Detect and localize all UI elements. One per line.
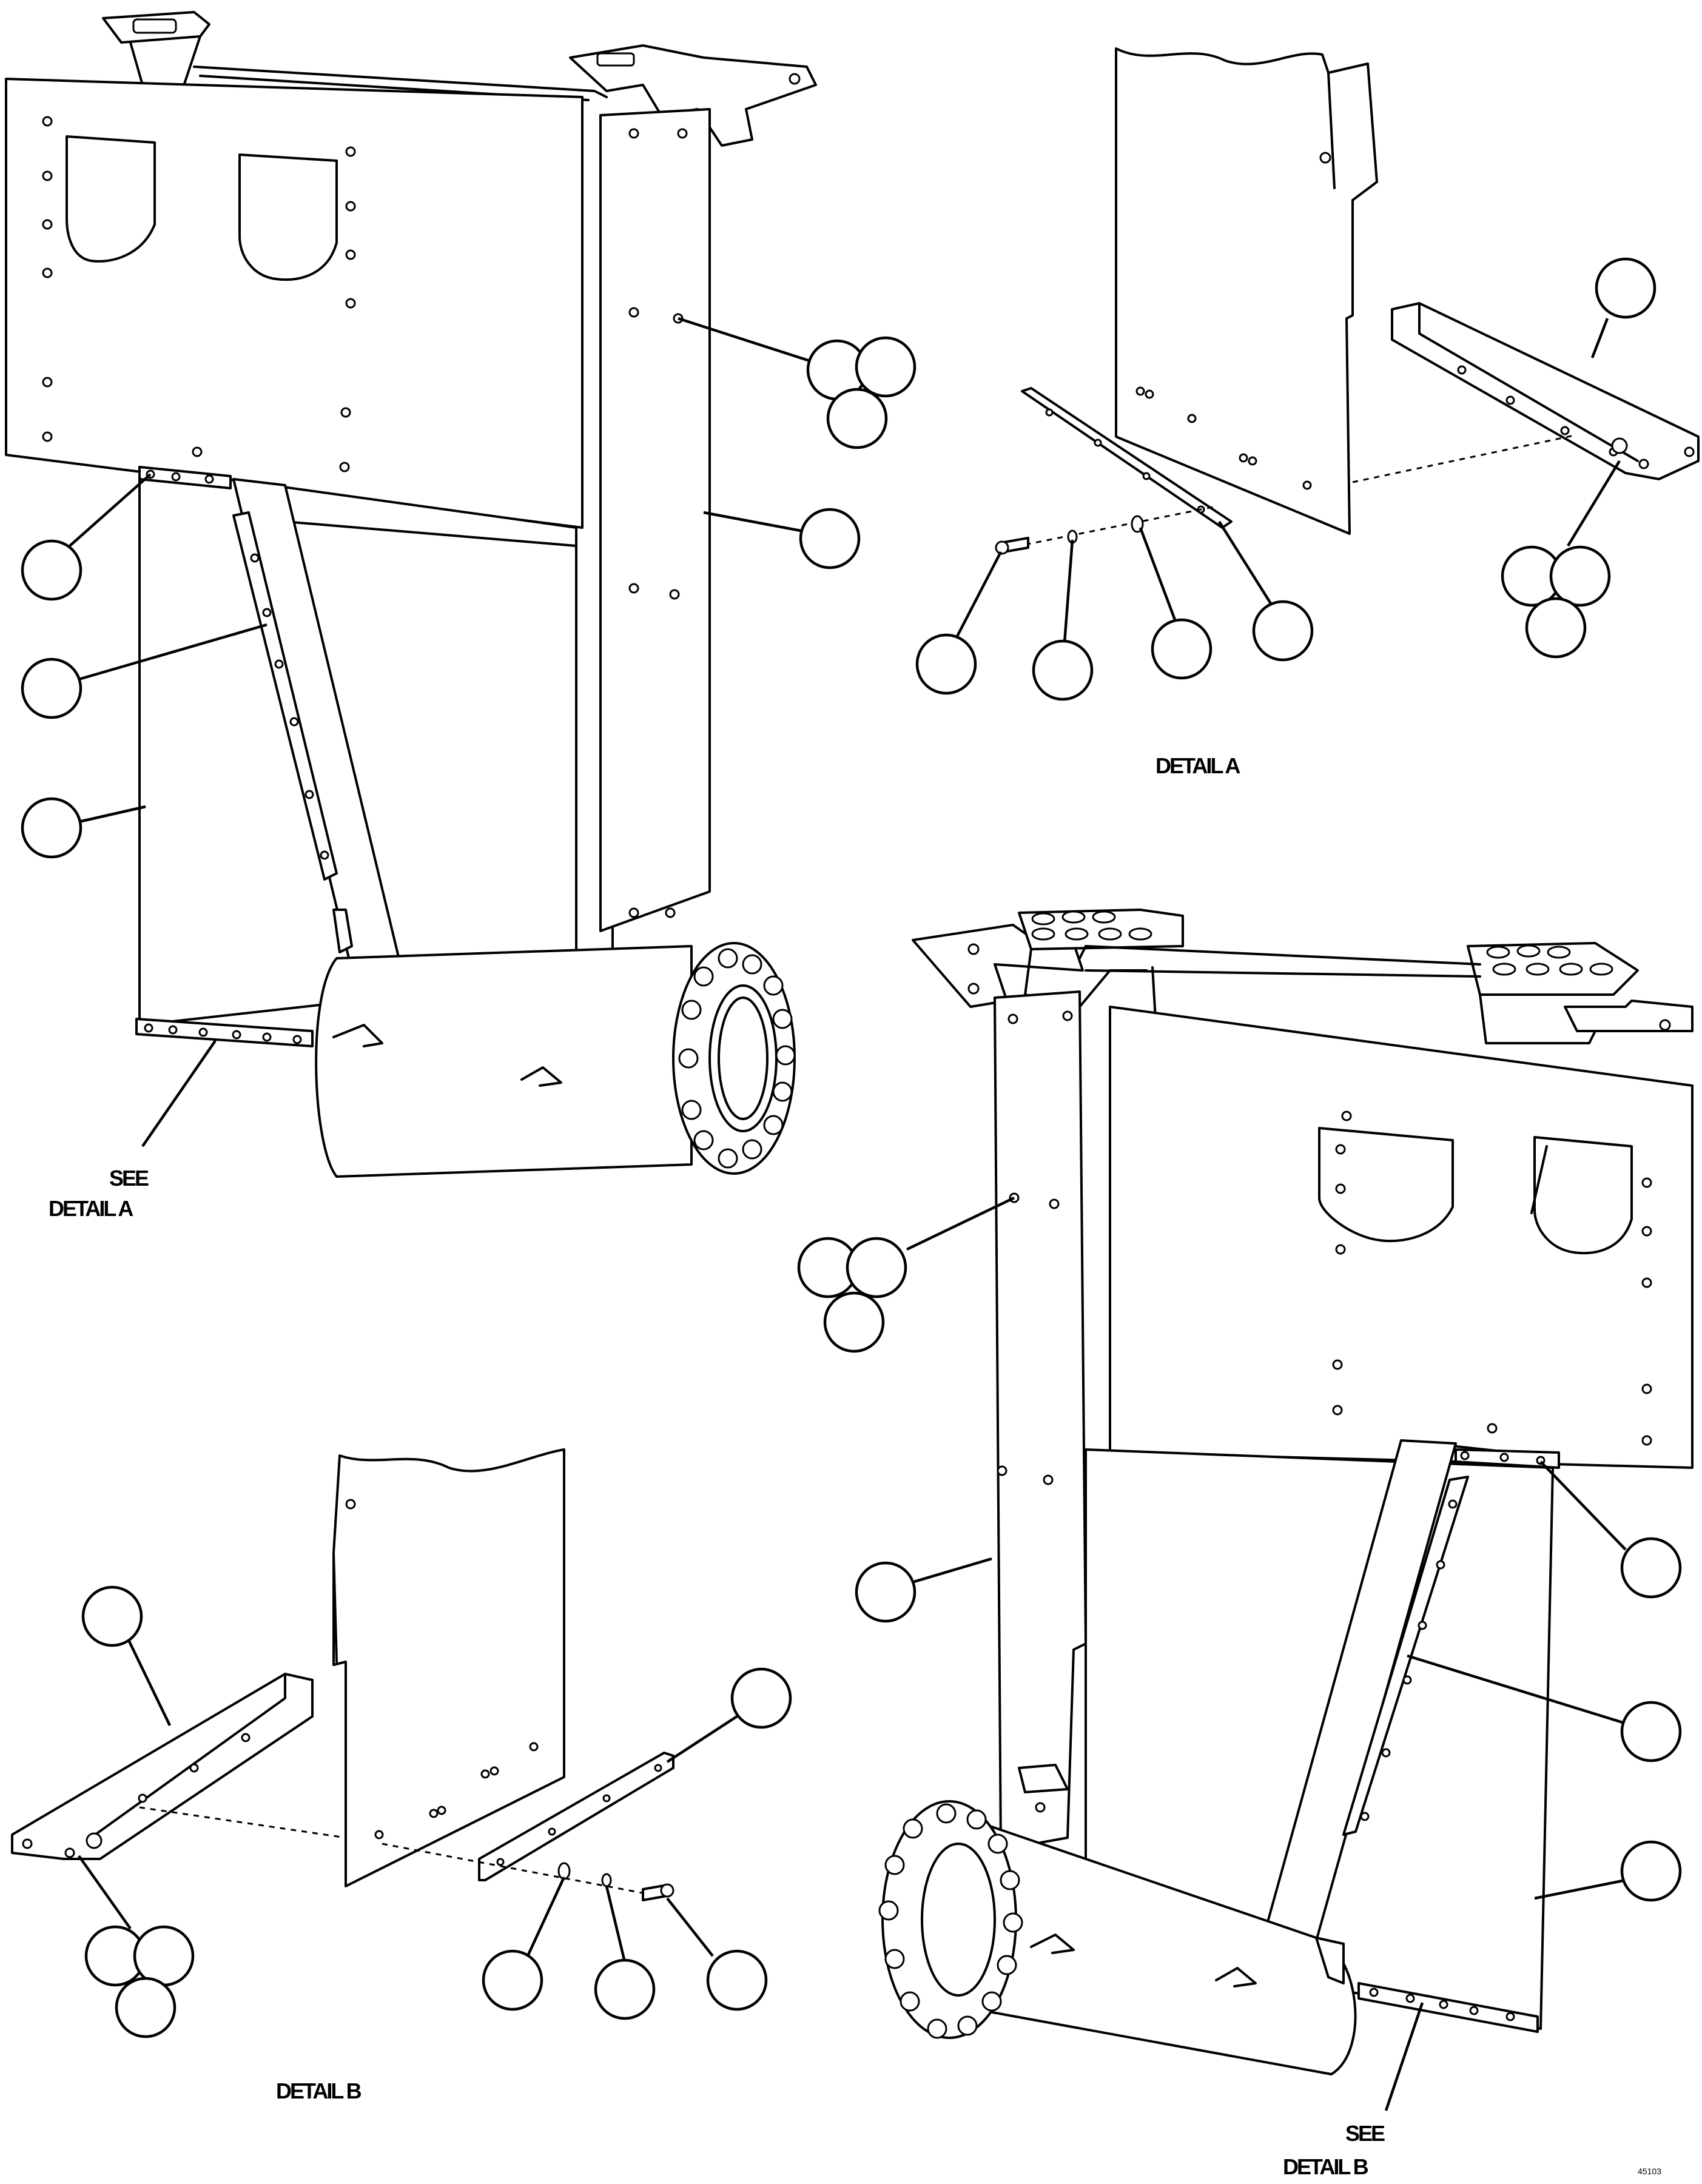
callout-group-upper-right	[678, 317, 917, 449]
callout-skirt-br	[1534, 1840, 1682, 1902]
detail-b-view: DETAIL B	[11, 1448, 792, 2103]
frame-assembly-top-left: SEE DETAIL A	[5, 11, 917, 1221]
callout-bar-b	[81, 1585, 172, 1726]
callout-washer-a	[1139, 527, 1213, 680]
detail-a-view: DETAIL A	[915, 47, 1700, 778]
callout-column-br	[855, 1557, 992, 1623]
frame-assembly-bottom-right: SEE DETAIL B 45103	[797, 909, 1694, 2179]
detail-a-title: DETAIL A	[1155, 753, 1240, 778]
callout-strut-br	[1407, 1654, 1682, 1762]
callout-bar-a	[1590, 257, 1657, 358]
callout-group-a	[1501, 460, 1621, 659]
leader-see-detail-a	[141, 1040, 217, 1147]
callout-top-bar-br	[1539, 1460, 1682, 1599]
top-bracket-holes-left	[1031, 910, 1152, 941]
drawing-number: 45103	[1638, 2166, 1661, 2176]
detail-b-reference: DETAIL B	[1283, 2154, 1368, 2179]
callout-strut	[21, 623, 267, 719]
flange-bolts-bottom-right	[878, 1803, 1023, 2039]
callout-screw-a	[915, 551, 1002, 695]
callout-holebar-a	[1218, 520, 1314, 662]
detail-a-reference: DETAIL A	[49, 1196, 133, 1221]
callout-group-column-br	[797, 1196, 1015, 1353]
callout-screw-b	[666, 1897, 768, 2011]
leader-see-detail-b	[1384, 2002, 1424, 2111]
callout-lockwasher-a	[1032, 539, 1094, 701]
see-label-top: SEE	[109, 1166, 149, 1191]
top-bracket-holes-right	[1486, 944, 1613, 976]
see-label-bottom: SEE	[1345, 2121, 1385, 2146]
callout-column	[703, 508, 861, 570]
flange-bolts-top-left	[678, 948, 796, 1169]
callout-skirt	[21, 797, 146, 859]
detail-b-title: DETAIL B	[276, 2078, 362, 2103]
callout-lockwasher-b	[594, 1886, 656, 2020]
callout-group-b	[78, 1855, 195, 2038]
callout-top-bar	[21, 473, 152, 601]
callout-washer-b	[482, 1877, 566, 2011]
callout-holebar-b	[666, 1667, 792, 1763]
